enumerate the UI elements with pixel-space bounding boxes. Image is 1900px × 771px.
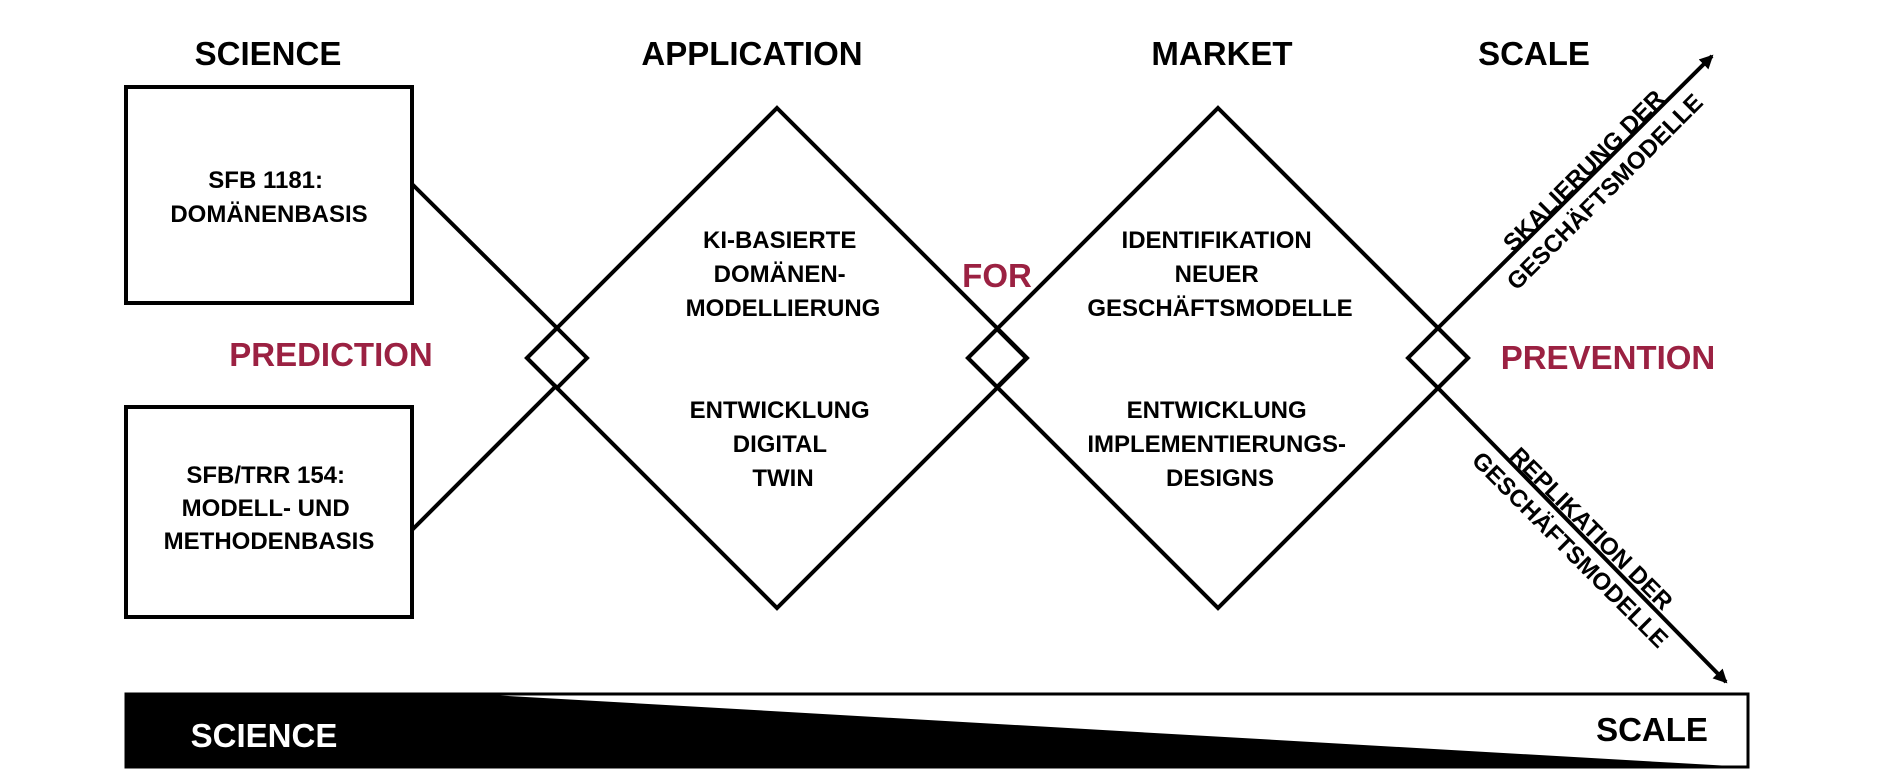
arrow-replication-label: REPLIKATION DER GESCHÄFTSMODELLE [1466,442,1677,654]
box-domain-base-label: SFB 1181: DOMÄNENBASIS [170,167,367,228]
junction-middle [965,326,1029,390]
arrow-scaling-label: SKALIERUNG DER GESCHÄFTSMODELLE [1498,85,1709,296]
stage-heading-science: SCIENCE [195,35,342,72]
diamond-application [524,105,1030,611]
connector-top-box [410,182,559,330]
accent-prevention: PREVENTION [1501,339,1716,376]
junction-right [1405,325,1471,391]
accent-prediction: PREDICTION [229,336,433,373]
box-model-method-base-label: SFB/TRR 154: MODELL- UND METHODENBASIS [164,462,375,555]
junction-left [524,325,590,391]
bottom-bar-wedge [126,694,1748,767]
svg-text:GESCHÄFTSMODELLE: GESCHÄFTSMODELLE [1466,447,1673,654]
accent-for: FOR [962,257,1032,294]
bottom-bar-science-label: SCIENCE [191,717,338,754]
svg-text:GESCHÄFTSMODELLE: GESCHÄFTSMODELLE [1502,89,1709,296]
stage-heading-market: MARKET [1151,35,1292,72]
box-model-method-base [124,405,414,619]
bottom-bar-scale-label: SCALE [1596,711,1708,748]
connector-bottom-box [410,383,559,532]
arrow-scaling [1436,54,1714,330]
box-domain-base [124,85,414,305]
stage-heading-scale: SCALE [1478,35,1590,72]
market-lower-text: ENTWICKLUNG IMPLEMENTIERUNGS- DESIGNS [1087,397,1352,492]
application-upper-text: KI-BASIERTE DOMÄNEN- MODELLIERUNG [686,227,881,322]
arrow-replication [1436,386,1728,684]
market-upper-text: IDENTIFIKATION NEUER GESCHÄFTSMODELLE [1087,227,1352,322]
application-lower-text: ENTWICKLUNG DIGITAL TWIN [690,397,877,492]
diamond-market [965,105,1471,611]
stage-heading-application: APPLICATION [641,35,862,72]
